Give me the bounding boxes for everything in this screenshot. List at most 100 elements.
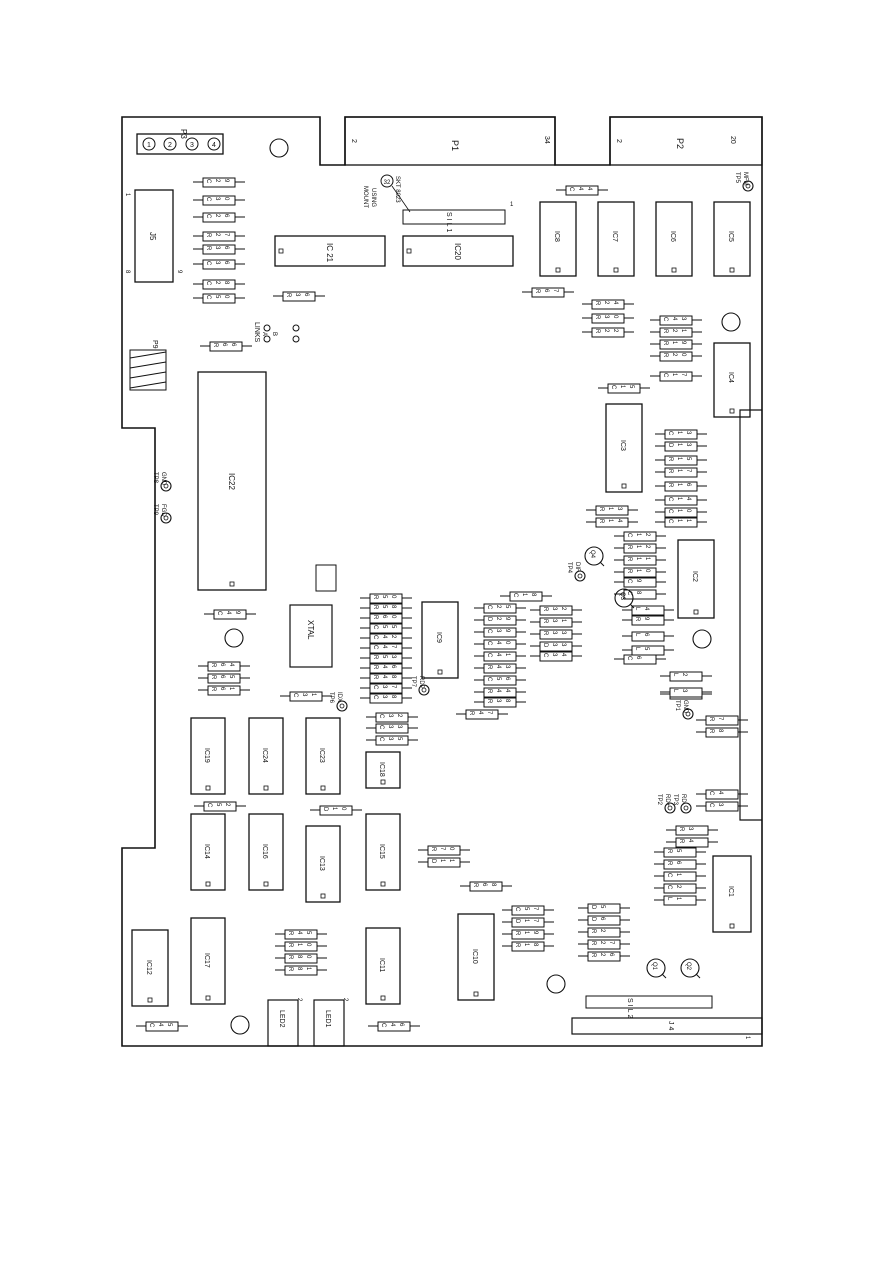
transistor-q1: Q1 <box>646 958 667 979</box>
j5-pin-1: 1 <box>124 193 130 197</box>
svg-text:1: 1 <box>675 873 681 877</box>
svg-text:R: R <box>590 929 596 934</box>
svg-text:4: 4 <box>381 645 387 649</box>
svg-text:4: 4 <box>225 611 231 615</box>
svg-text:C: C <box>708 803 714 808</box>
p1-pin-start: 2 <box>350 139 357 143</box>
ic3-label: IC3 <box>619 440 626 451</box>
ic12-label: IC12 <box>145 960 152 975</box>
svg-text:0: 0 <box>504 641 510 645</box>
svg-text:8: 8 <box>504 699 510 703</box>
svg-text:C: C <box>292 693 298 698</box>
p9-connector: P9 <box>129 340 167 391</box>
svg-text:6: 6 <box>685 483 691 487</box>
tp1-name: TP1 <box>674 700 680 712</box>
svg-text:C: C <box>205 214 211 219</box>
svg-text:1: 1 <box>439 859 445 863</box>
svg-text:4: 4 <box>157 1023 163 1027</box>
p3-pin-4: 4 <box>212 142 216 149</box>
svg-text:3: 3 <box>214 261 220 265</box>
svg-text:R: R <box>590 941 596 946</box>
tp4-name: TP4 <box>566 562 572 574</box>
ic-packages: IC1IC2IC3IC4IC5IC6IC7IC8IC9IC10IC11IC12I… <box>131 201 752 1007</box>
ic8-package: IC8 <box>539 201 577 277</box>
svg-text:9: 9 <box>504 617 510 621</box>
svg-text:1: 1 <box>676 469 682 473</box>
svg-text:4: 4 <box>586 187 592 191</box>
svg-text:1: 1 <box>296 943 302 947</box>
svg-text:0: 0 <box>223 197 229 201</box>
svg-text:R: R <box>598 519 604 524</box>
ic11-label: IC11 <box>378 958 385 972</box>
svg-text:6: 6 <box>221 343 227 347</box>
ic15-label: IC15 <box>378 844 385 859</box>
svg-text:0: 0 <box>448 847 454 851</box>
svg-text:C: C <box>486 629 492 634</box>
mount-note: MOUNT USING 32 SKT 8023 <box>362 174 411 213</box>
svg-text:R: R <box>514 931 520 936</box>
svg-text:8: 8 <box>532 943 538 947</box>
svg-text:R: R <box>486 689 492 694</box>
svg-text:L: L <box>666 897 672 901</box>
svg-text:R: R <box>662 341 668 346</box>
svg-text:C: C <box>486 677 492 682</box>
ic18-package: IC18 <box>365 751 401 789</box>
svg-text:0: 0 <box>680 353 686 357</box>
svg-text:8: 8 <box>390 675 396 679</box>
svg-text:SIL1: SIL1 <box>445 212 452 234</box>
xtal: XTAL <box>289 564 337 668</box>
p9-label: P9 <box>151 340 158 349</box>
svg-text:5: 5 <box>504 605 510 609</box>
svg-text:3: 3 <box>685 443 691 447</box>
tp9-name: TP9 <box>152 504 158 516</box>
p3-pin-2: 2 <box>168 142 172 149</box>
ic4-label: IC4 <box>727 372 734 383</box>
svg-text:6: 6 <box>219 663 225 667</box>
ic19-package: IC19 <box>190 717 226 795</box>
svg-text:R: R <box>666 861 672 866</box>
svg-text:5: 5 <box>675 849 681 853</box>
svg-text:3: 3 <box>551 607 557 611</box>
svg-text:2: 2 <box>612 329 618 333</box>
svg-text:R: R <box>662 353 668 358</box>
ic20-label: IC20 <box>453 243 462 260</box>
svg-text:L: L <box>672 673 678 677</box>
svg-text:1: 1 <box>676 509 682 513</box>
tp4-label: DIF <box>574 562 580 572</box>
svg-text:4: 4 <box>504 689 510 693</box>
svg-text:R: R <box>287 943 293 948</box>
svg-text:2: 2 <box>560 607 566 611</box>
svg-text:A: A <box>261 332 267 336</box>
ic2-label: IC2 <box>691 571 698 582</box>
